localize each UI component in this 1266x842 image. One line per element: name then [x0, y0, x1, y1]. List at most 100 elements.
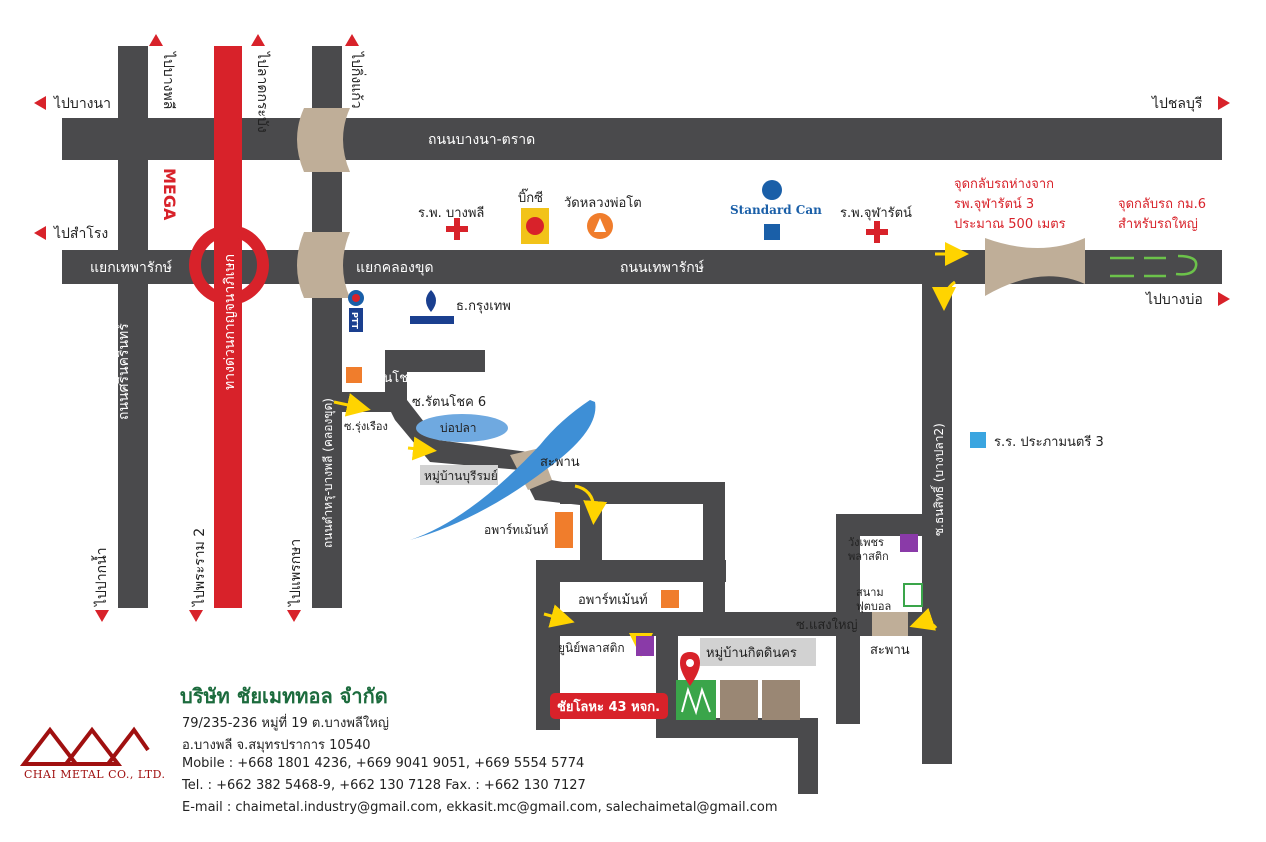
standard-can-logo — [762, 180, 782, 200]
label-bangkok-bank: ธ.กรุงเทพ — [456, 299, 511, 314]
road-name-expressway: ทางด่วนกาญจนาภิเษก — [222, 254, 238, 390]
target-label-box — [550, 693, 668, 719]
factory-block-3 — [762, 680, 800, 720]
road-name-thepharak: ถนนเทพารักษ์ — [620, 259, 704, 276]
label-to-samrong: ไปสำโรง — [53, 225, 108, 242]
road-bangna-trat — [62, 118, 1222, 160]
arrow-right-bangbo — [1218, 292, 1230, 306]
road-soi-loop-right — [703, 482, 725, 612]
label-wangphet-line: วังเพชร — [848, 536, 884, 549]
label-to-phraeksa: ไปแพรกษา — [287, 539, 304, 607]
uturn-overpass — [985, 238, 1085, 296]
label-to-rama2: ไปพระราม 2 — [191, 528, 208, 607]
label-bridge-1: สะพาน — [540, 455, 580, 470]
junction-khlongkhut: แยกคลองขุด — [356, 260, 434, 276]
label-pond: บ่อปลา — [440, 421, 477, 435]
road-expressway — [214, 46, 242, 608]
direction-arrows — [34, 34, 1230, 622]
label-to-bangbo: ไปบางบ่อ — [1145, 291, 1203, 308]
label-to-chonburi: ไปชลบุรี — [1151, 95, 1203, 112]
label-uturn-1-line: จุดกลับรถห่างจาก — [954, 177, 1054, 192]
arrow-left-bangna — [34, 96, 46, 110]
company-name: บริษัท ชัยเมททอล จำกัด — [180, 684, 388, 708]
label-wat: วัดหลวงพ่อโต — [564, 195, 642, 211]
company-email: E-mail : chaimetal.industry@gmail.com, e… — [182, 800, 778, 815]
label-target-factory: ชัยโลหะ 43 หจก. — [557, 698, 660, 715]
road-soi-mid — [536, 560, 726, 582]
company-logo-text: CHAI METAL CO., LTD. — [24, 768, 166, 781]
label-bigc: บิ๊กซี — [518, 188, 543, 206]
label-bridge-2: สะพาน — [870, 643, 910, 658]
road-name-sangyai: ซ.แสงใหญ่ — [796, 617, 858, 633]
label-apartment-1: อพาร์ทเม้นท์ — [484, 523, 548, 537]
bangkok-bank-logo — [410, 290, 454, 324]
hospital-chularat-icon — [866, 221, 888, 243]
label-to-bangphli: ไปบางพลี — [160, 51, 177, 109]
label-uturn-2-line: จุดกลับรถ กม.6 — [1118, 197, 1206, 212]
pond — [416, 414, 508, 442]
label-hospital-bangphli: ร.พ. บางพลี — [418, 205, 484, 221]
label-uturn-2-line: สำหรับรถใหญ่ — [1118, 216, 1198, 232]
flyover-bangna-khlongkhut — [297, 108, 350, 172]
label-village-burirom: หมู่บ้านบุรีรมย์ — [424, 469, 498, 484]
school-marker — [970, 432, 986, 448]
road-kitdinakorn-right — [798, 718, 818, 794]
arrow-up-kingkaew — [345, 34, 359, 46]
label-village-kitdinakorn: หมู่บ้านกิตดินคร — [706, 646, 797, 661]
interchange-ring — [189, 225, 269, 305]
hospital-bangphli-icon — [446, 218, 468, 240]
label-hospital-chularat: ร.พ.จุฬารัตน์ — [840, 205, 912, 221]
road-name-bangna-trat: ถนนบางนา-ตราด — [428, 132, 535, 148]
company-address-2: อ.บางพลี จ.สมุทรปราการ 10540 — [182, 738, 371, 753]
location-pin-icon — [680, 652, 700, 686]
label-rattanachok-plaza: รัตนโชคพลาซ่า — [368, 370, 457, 386]
label-to-kingkaew: ไปกิ่งแก้ว — [348, 51, 366, 109]
label-ptt: PTT — [350, 312, 359, 330]
road-soi-right-vert — [836, 514, 860, 724]
company-mobile: Mobile : +668 1801 4236, +669 9041 9051,… — [182, 756, 585, 771]
standard-can-marker — [764, 224, 780, 240]
arrow-up-bangphli — [149, 34, 163, 46]
junction-thepharak: แยกเทพารักษ์ — [90, 259, 172, 276]
label-stadium-line: ฟุตบอล — [856, 600, 891, 613]
road-rattanachok-top — [385, 350, 485, 372]
road-name-bangphli: ถนนตำหรุ-บางพลี (คลองขุด) — [321, 398, 336, 548]
arrow-left-samrong — [34, 226, 46, 240]
arrow-down-phraeksa — [287, 610, 301, 622]
label-standard-can: Standard Can — [730, 203, 822, 217]
factory-target-roof — [681, 686, 711, 716]
wangphet-marker — [900, 534, 918, 552]
rattanachok-marker — [346, 367, 362, 383]
village-kitdinakorn-box — [700, 638, 816, 666]
company-tel-fax: Tel. : +662 382 5468-9, +662 130 7128 Fa… — [182, 778, 586, 793]
label-to-paknam: ไปปากน้ำ — [91, 547, 110, 607]
road-sang-yai — [536, 612, 936, 636]
label-apartment-2: อพาร์ทเม้นท์ — [578, 592, 648, 608]
arrow-down-rama2 — [189, 610, 203, 622]
label-school: ร.ร. ประภามนตรี 3 — [994, 434, 1104, 450]
company-address-1: 79/235-236 หมู่ที่ 19 ต.บางพลีใหญ่ — [182, 716, 389, 731]
arrow-right-chonburi — [1218, 96, 1230, 110]
label-uturn-1-line: รพ.จุฬารัตน์ 3 — [954, 196, 1034, 212]
uni-plastic-marker — [636, 636, 654, 656]
arrow-down-paknam — [95, 610, 109, 622]
village-burirom-box — [420, 465, 498, 485]
arrow-up-latkrabang — [251, 34, 265, 46]
ptt-logo — [348, 290, 364, 332]
road-sri-nakharin — [118, 46, 148, 608]
uturn-green-arrows — [1110, 254, 1198, 278]
company-logo — [19, 726, 150, 766]
stadium-marker — [903, 583, 923, 607]
label-uturn-1-line: ประมาณ 500 เมตร — [954, 217, 1066, 232]
flyover-thepharak-khlongkhut — [297, 232, 350, 298]
road-thanasit — [922, 284, 952, 764]
label-wangphet-line: พลาสติก — [848, 550, 889, 563]
wat-icon-temple — [594, 218, 606, 232]
bigc-logo-c — [526, 217, 544, 235]
label-uturn-2: จุดกลับรถ กม.6 สำหรับรถใหญ่ — [1118, 197, 1206, 232]
apartment2-marker — [661, 590, 679, 608]
label-uni-plastic: ยูนิย์พลาสติก — [558, 641, 625, 656]
